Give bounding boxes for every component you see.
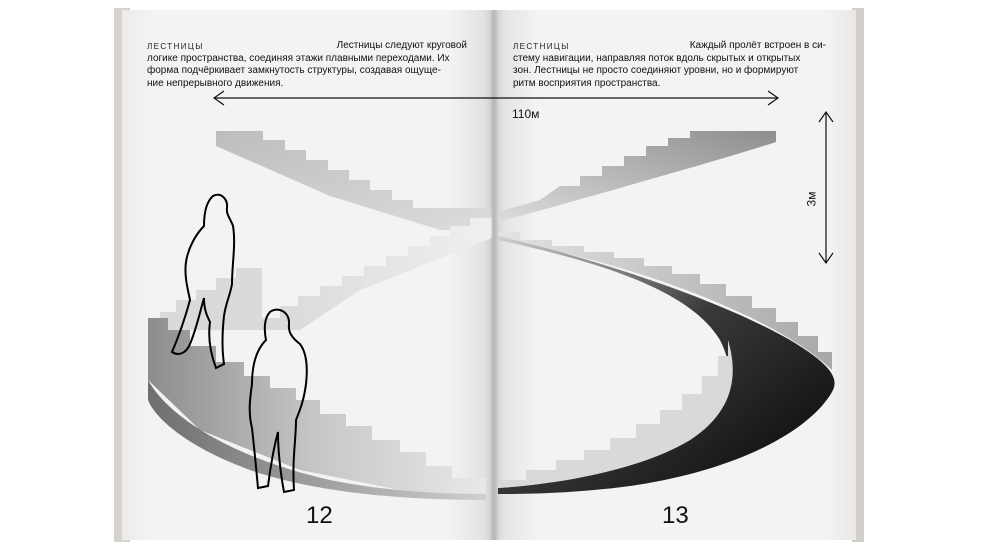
book-spine-shadow xyxy=(489,10,499,540)
left-lower-flight xyxy=(148,318,486,500)
left-paragraph-line: ние непрерывного движения. xyxy=(147,77,284,89)
right-paragraph: Каждый пролёт встроен в си- стему навига… xyxy=(513,40,826,90)
width-dimension-arrow xyxy=(212,90,780,106)
height-dimension-arrow xyxy=(818,110,834,265)
right-dark-underside xyxy=(498,236,835,494)
left-section-label: ЛЕСТНИЦЫ xyxy=(147,42,204,51)
right-page-number: 13 xyxy=(662,502,689,529)
right-lower-flight xyxy=(498,340,733,488)
left-upper-flight xyxy=(216,131,492,230)
right-section-label: ЛЕСТНИЦЫ xyxy=(513,42,570,51)
right-paragraph-line: ритм восприятия пространства. xyxy=(513,77,661,89)
left-paragraph-line: Лестницы следуют круговой xyxy=(336,40,467,51)
left-page-number: 12 xyxy=(306,502,333,529)
width-dimension-label: 110м xyxy=(512,107,540,121)
right-paragraph-line: стему навигации, направляя поток вдоль с… xyxy=(513,52,801,64)
left-paragraph: Лестницы следуют круговой логике простра… xyxy=(147,40,467,90)
person-silhouette-front xyxy=(248,308,308,494)
right-paragraph-line: Каждый пролёт встроен в си- xyxy=(689,40,826,51)
height-dimension-label: 3м xyxy=(804,191,819,207)
person-silhouette-back xyxy=(170,193,236,370)
left-paragraph-line: логике пространства, соединяя этажи плав… xyxy=(147,52,450,64)
left-paragraph-line: форма подчёркивает замкнутость структуры… xyxy=(147,65,441,76)
right-paragraph-line: зон. Лестницы не просто соединяют уровни… xyxy=(513,65,799,76)
left-middle-flight xyxy=(160,218,492,330)
right-upper-flight xyxy=(498,131,776,222)
